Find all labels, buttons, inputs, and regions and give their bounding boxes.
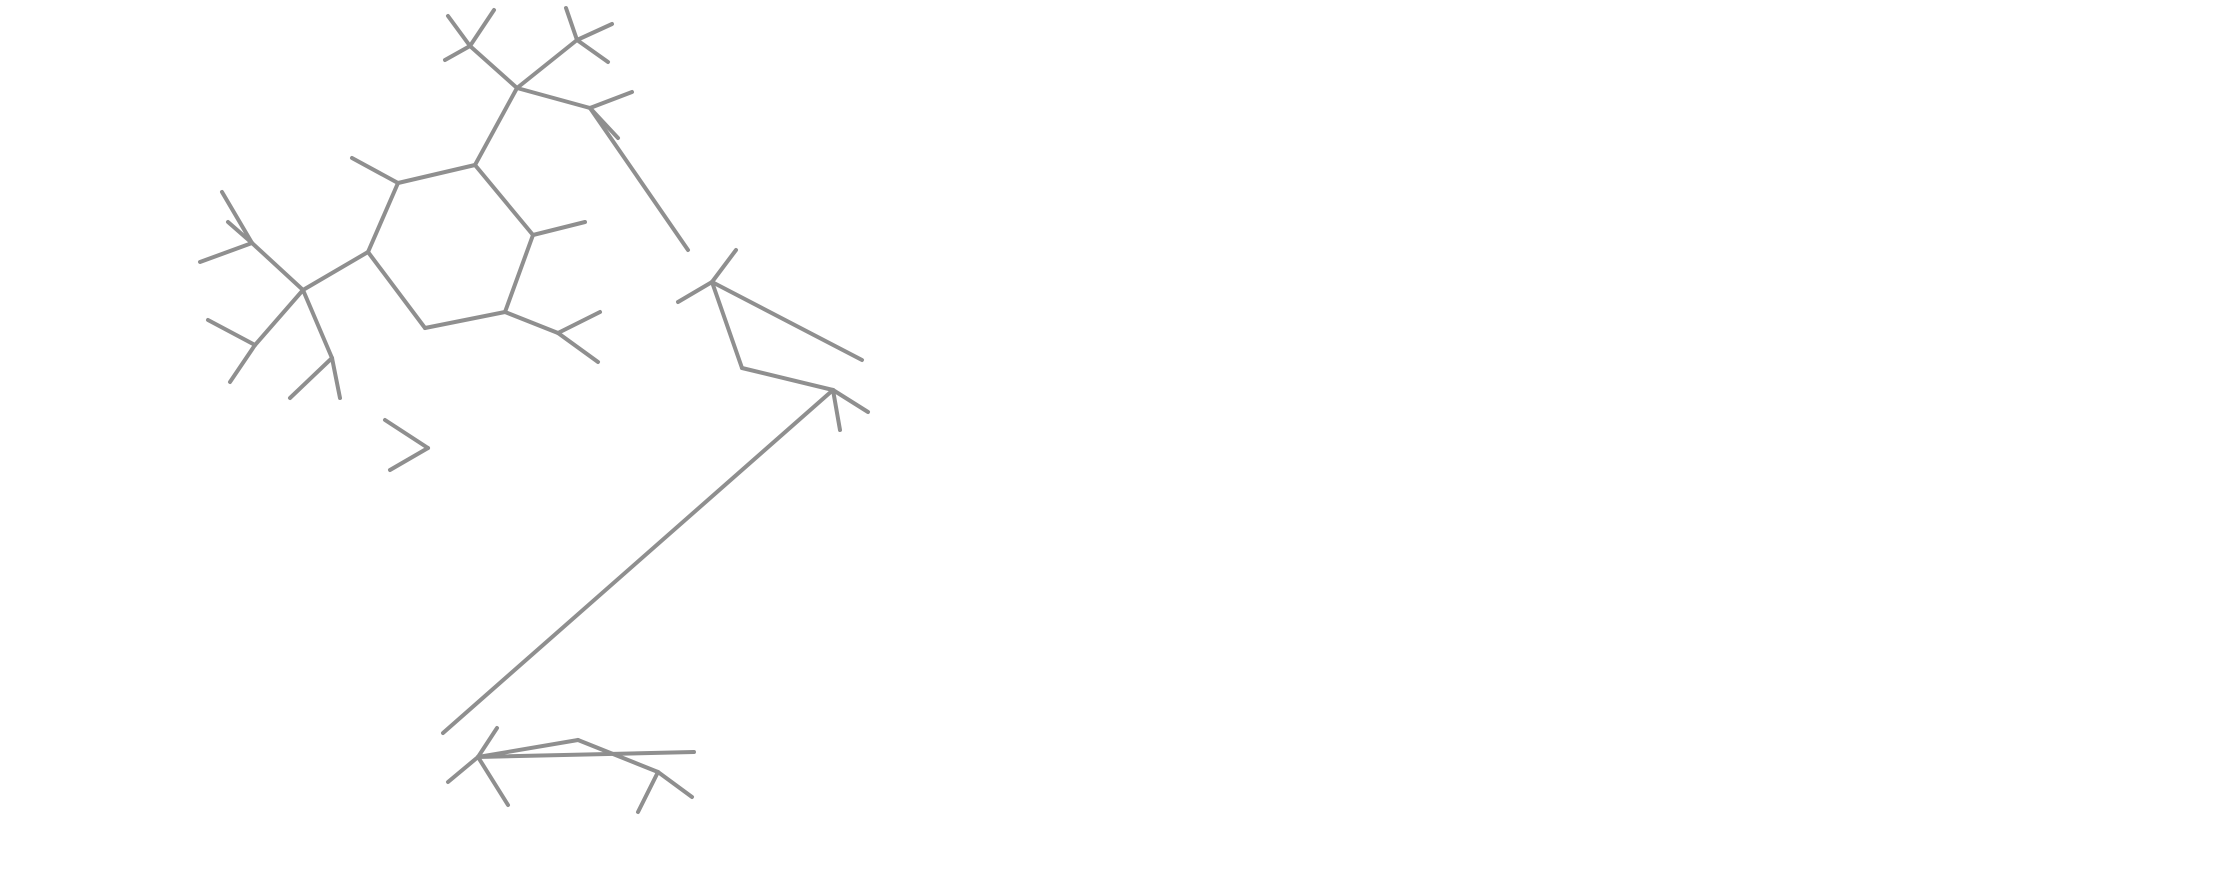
bond — [330, 356, 342, 400]
bond — [636, 770, 660, 814]
bond — [206, 318, 257, 347]
bond — [588, 106, 690, 252]
bond — [383, 418, 430, 450]
bond — [473, 163, 535, 237]
bond — [476, 738, 580, 759]
bond — [476, 726, 499, 759]
bond — [676, 280, 714, 304]
bond — [831, 388, 842, 432]
bond — [198, 241, 254, 264]
bond — [515, 38, 579, 90]
bond — [740, 366, 835, 392]
bond — [531, 220, 587, 237]
bond — [831, 388, 870, 414]
bond — [366, 250, 427, 330]
bond — [388, 446, 430, 472]
bond — [423, 310, 507, 330]
bond — [473, 86, 519, 167]
bond — [288, 356, 334, 400]
bond — [710, 280, 744, 370]
bond — [301, 250, 370, 292]
bond — [710, 280, 864, 362]
bond — [503, 233, 535, 314]
reactant-complex — [198, 6, 870, 814]
bond — [250, 241, 305, 292]
bond — [220, 190, 254, 245]
bond — [556, 310, 602, 335]
bond — [228, 343, 257, 384]
bond — [396, 163, 477, 185]
bond — [443, 44, 472, 62]
bond — [515, 86, 592, 110]
bond — [253, 288, 305, 347]
bond — [710, 248, 738, 284]
bond — [441, 388, 835, 735]
bond — [446, 755, 480, 784]
bond — [468, 8, 496, 48]
bond — [564, 6, 579, 42]
bond — [575, 22, 614, 42]
bond — [656, 770, 694, 799]
bond — [476, 755, 510, 807]
bond — [576, 738, 660, 774]
bond — [366, 181, 400, 254]
bond — [575, 38, 610, 64]
bond — [556, 331, 600, 364]
bond — [503, 310, 560, 335]
bond — [226, 220, 254, 245]
bond — [350, 156, 400, 185]
bond — [476, 750, 696, 759]
bond — [446, 14, 472, 48]
bond — [588, 90, 634, 110]
bond — [301, 288, 334, 360]
bond — [468, 44, 519, 90]
